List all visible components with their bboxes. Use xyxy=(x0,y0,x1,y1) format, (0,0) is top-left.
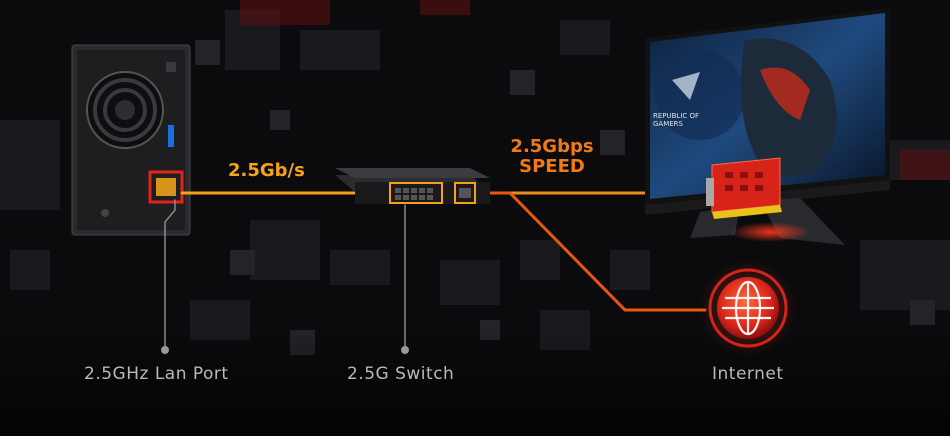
monitor-icon xyxy=(645,8,890,245)
network-card-icon xyxy=(706,157,782,219)
lan-port-label: 2.5GHz Lan Port xyxy=(84,364,229,384)
globe-icon xyxy=(700,260,796,356)
speed-callout: 2.5Gbps SPEED xyxy=(497,137,607,177)
internet-label: Internet xyxy=(712,364,784,384)
speed-word: SPEED xyxy=(519,156,585,177)
lan-port-highlight xyxy=(148,170,184,204)
speed-value: 2.5Gbps xyxy=(510,136,594,157)
monitor-brand-text: REPUBLIC OF GAMERS xyxy=(653,112,700,128)
nas-device-icon xyxy=(71,44,191,236)
switch-label: 2.5G Switch xyxy=(347,364,455,384)
nas-link-speed-label: 2.5Gb/s xyxy=(228,160,305,181)
network-switch-icon xyxy=(335,168,490,204)
